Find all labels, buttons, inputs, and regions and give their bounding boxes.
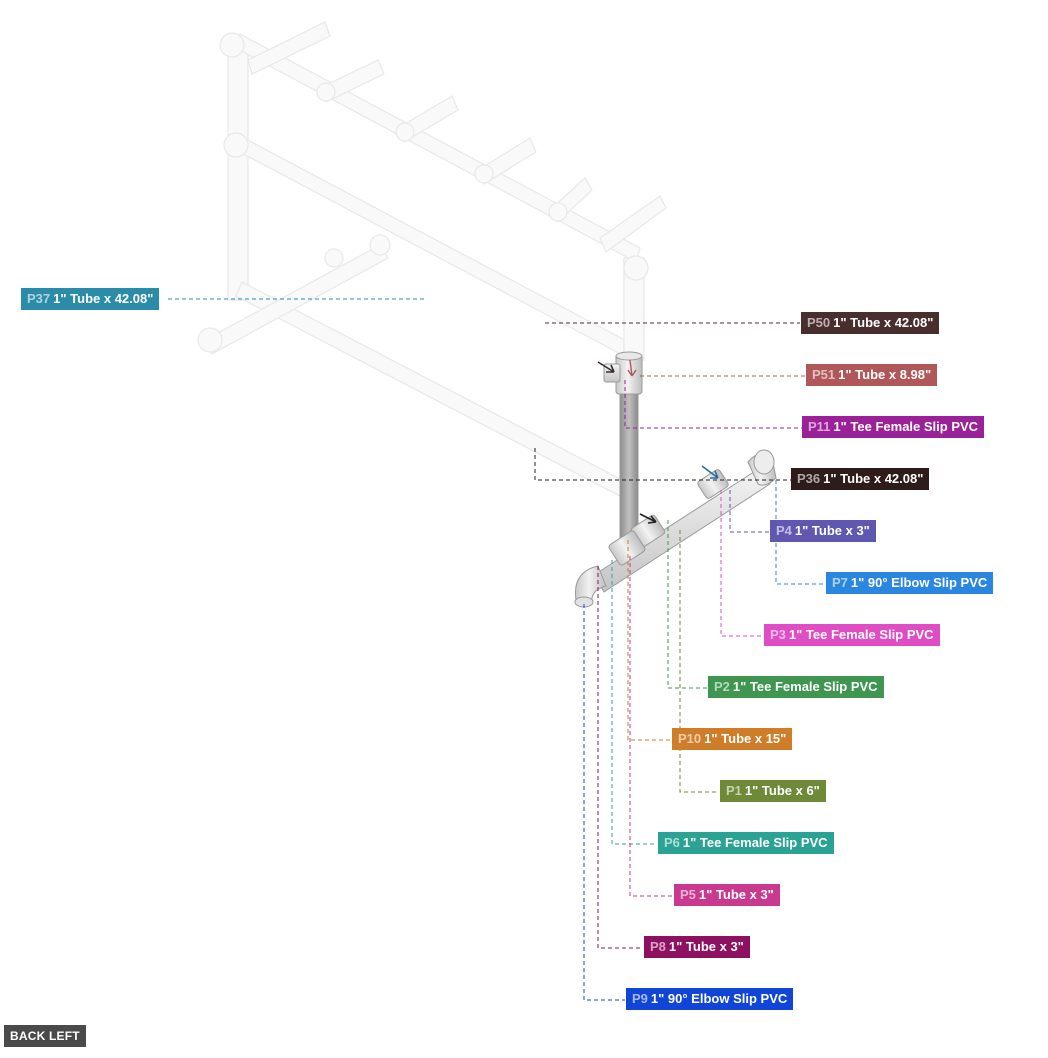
part-id: P9	[632, 991, 648, 1006]
leader-p2	[667, 520, 708, 689]
part-description: 1" Tube x 3"	[794, 523, 870, 538]
part-id: P7	[832, 575, 848, 590]
part-id: P51	[812, 367, 836, 382]
leader-p6	[611, 560, 657, 845]
leader-p8	[597, 566, 643, 949]
part-id: P10	[678, 731, 702, 746]
part-description: 1" Tube x 42.08"	[823, 471, 924, 486]
view-back-left-button[interactable]: BACK LEFT	[4, 1025, 86, 1047]
part-id: P11	[808, 419, 831, 434]
part-description: 1" Tube x 3"	[668, 939, 744, 954]
highlighted-assembly	[574, 351, 777, 608]
part-id: P2	[714, 679, 730, 694]
part-id: P4	[776, 523, 792, 538]
part-description: 1" Tee Female Slip PVC	[833, 419, 979, 434]
leader-p36	[534, 448, 791, 481]
part-id: P1	[726, 783, 742, 798]
part-description: 1" Tee Female Slip PVC	[732, 679, 878, 694]
part-description: 1" Tee Female Slip PVC	[788, 627, 934, 642]
part-description: 1" Tube x 15"	[704, 731, 787, 746]
part-description: 1" Tube x 6"	[744, 783, 820, 798]
part-description: 1" Tube x 3"	[698, 887, 774, 902]
leader-p11	[624, 380, 802, 429]
part-description: 1" Tube x 42.08"	[53, 291, 154, 306]
part-description: 1" Tube x 42.08"	[833, 315, 934, 330]
part-id: P6	[664, 835, 680, 850]
part-id: P37	[27, 291, 51, 306]
part-description: 1" 90° Elbow Slip PVC	[850, 575, 988, 590]
part-id: P5	[680, 887, 696, 902]
leader-p5	[629, 556, 673, 897]
part-id: P50	[807, 315, 831, 330]
part-description: 1" 90° Elbow Slip PVC	[650, 991, 788, 1006]
part-id: P8	[650, 939, 666, 954]
leader-p4	[729, 490, 769, 533]
part-description: 1" Tee Female Slip PVC	[682, 835, 828, 850]
leader-p7	[775, 480, 825, 585]
leader-p9	[583, 604, 625, 1001]
part-id: P36	[797, 471, 821, 486]
part-id: P3	[770, 627, 786, 642]
leader-p1	[679, 530, 719, 793]
leader-p10	[627, 540, 671, 741]
ghost-frame	[197, 21, 667, 497]
leader-lines	[168, 298, 825, 1001]
part-description: 1" Tube x 8.98"	[838, 367, 932, 382]
